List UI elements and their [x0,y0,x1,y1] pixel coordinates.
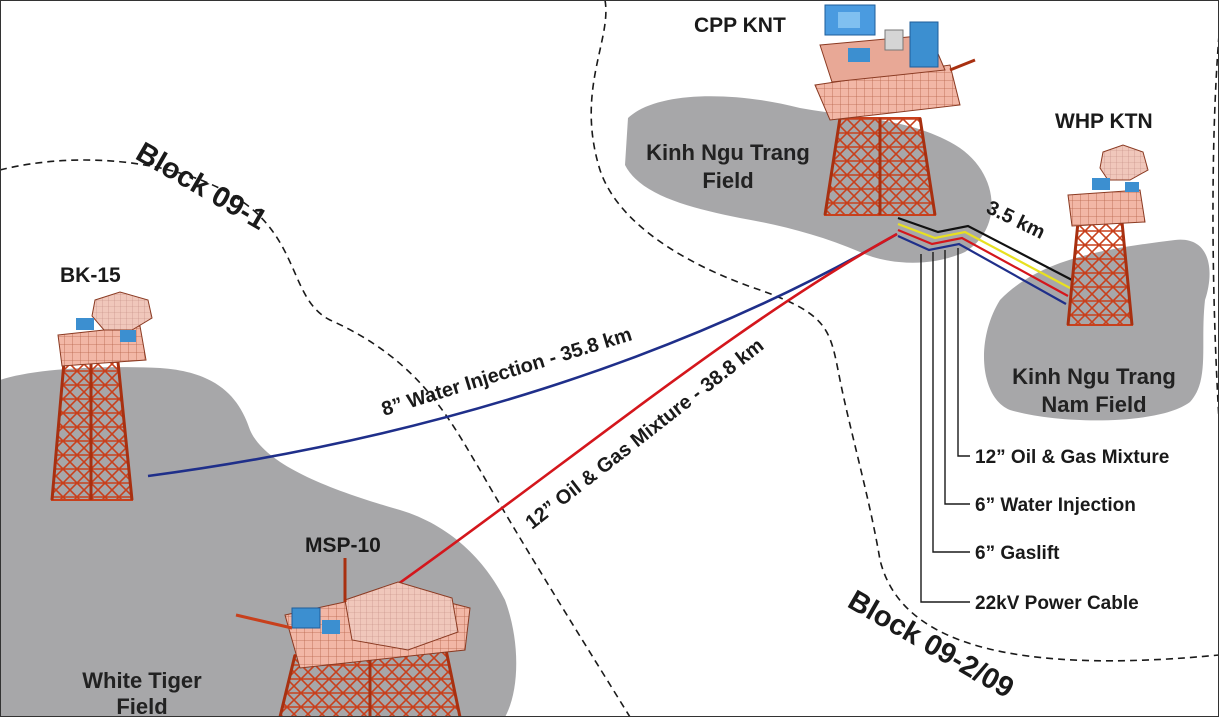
whp-ktn-platform[interactable] [1066,144,1149,326]
legend-item-water-injection: 6” Water Injection [975,495,1136,516]
legend-item-power-cable: 22kV Power Cable [975,593,1139,614]
kinh-ngu-trang-nam-field-area [983,239,1210,421]
block-09-1-label: Block 09-1 [131,136,273,236]
bundle-to-whp [897,216,1073,305]
cpp-knt-platform[interactable] [814,4,976,216]
msp-10-label: MSP-10 [305,534,381,557]
kinh-ngu-trang-nam-label-line1: Kinh Ngu Trang [1012,364,1176,389]
legend-item-oil-gas: 12” Oil & Gas Mixture [975,447,1169,468]
cpp-knt-label: CPP KNT [694,14,786,37]
kinh-ngu-trang-label-line1: Kinh Ngu Trang [646,140,810,165]
msp-10-platform[interactable] [235,558,471,717]
short-link-distance-label: 3.5 km [983,197,1049,244]
kinh-ngu-trang-nam-label-line2: Nam Field [1041,392,1146,417]
kinh-ngu-trang-label-line2: Field [702,168,753,193]
legend-leaders [920,248,970,603]
bk-15-platform[interactable] [50,291,153,501]
bk-15-label: BK-15 [60,264,121,287]
white-tiger-label-line1: White Tiger [82,668,202,693]
oil-gas-mixture-line [383,232,898,596]
legend-item-gaslift: 6” Gaslift [975,543,1060,564]
white-tiger-label-line2: Field [116,694,167,717]
whp-ktn-label: WHP KTN [1055,110,1153,133]
pipelines [147,232,898,596]
water-injection-line [147,232,898,478]
